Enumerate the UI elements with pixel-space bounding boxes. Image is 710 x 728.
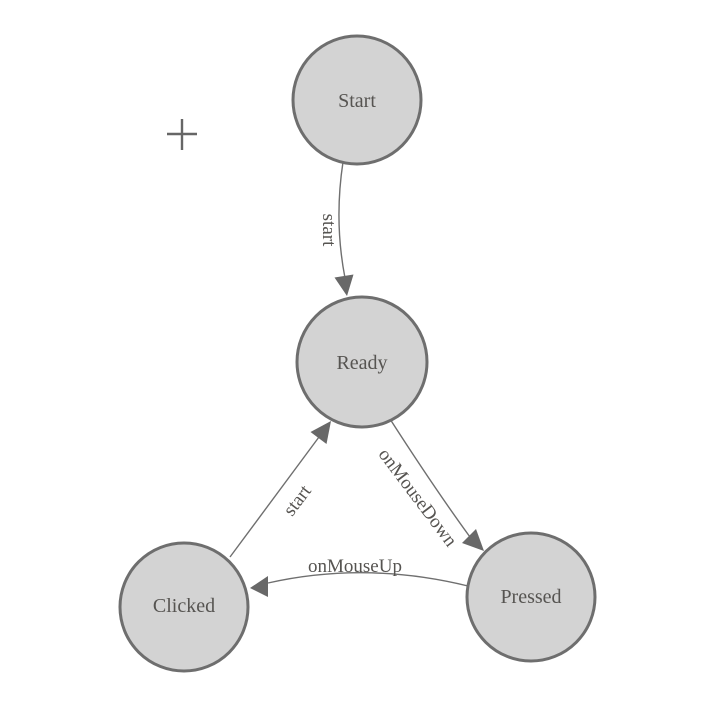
state-node-start[interactable]: Start [291, 34, 423, 166]
state-node-start-label: Start [338, 90, 376, 112]
edge-pressed-to-clicked-line[interactable] [267, 572, 469, 587]
arrowhead-icon [250, 576, 268, 597]
crosshair-cursor-icon [167, 119, 197, 150]
edge-start-to-ready-line[interactable] [338, 161, 346, 279]
edge-pressed-to-clicked[interactable]: onMouseUp [250, 556, 469, 597]
edge-start-to-ready[interactable]: start [318, 161, 354, 296]
edge-label-start-ready: start [318, 214, 339, 247]
edge-ready-to-pressed-line[interactable] [389, 418, 471, 538]
edge-label-onmouseup: onMouseUp [308, 556, 402, 577]
edge-label-start-clicked-ready: start [279, 481, 316, 520]
arrowhead-icon [334, 274, 354, 296]
arrowhead-icon [462, 529, 484, 551]
state-node-pressed[interactable]: Pressed [465, 531, 597, 663]
edge-clicked-to-ready[interactable]: start [229, 421, 331, 558]
state-node-pressed-circle[interactable] [465, 531, 597, 663]
state-node-ready[interactable]: Ready [295, 295, 429, 429]
edge-clicked-to-ready-line[interactable] [229, 436, 320, 558]
state-node-start-circle[interactable] [291, 34, 423, 166]
state-node-clicked[interactable]: Clicked [118, 541, 250, 673]
state-node-clicked-label: Clicked [153, 595, 215, 617]
state-node-pressed-label: Pressed [500, 586, 561, 608]
edge-ready-to-pressed[interactable]: onMouseDown [374, 418, 484, 551]
state-node-clicked-circle[interactable] [118, 541, 250, 673]
arrowhead-icon [310, 421, 331, 444]
state-node-ready-circle[interactable] [295, 295, 429, 429]
state-node-ready-label: Ready [336, 352, 387, 374]
